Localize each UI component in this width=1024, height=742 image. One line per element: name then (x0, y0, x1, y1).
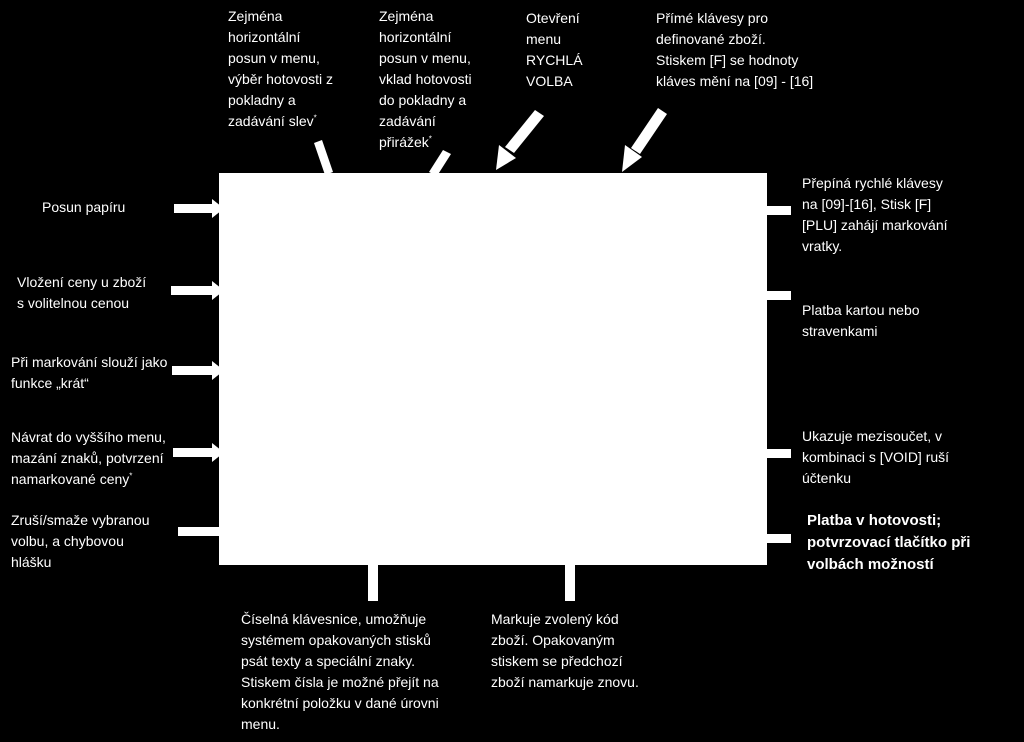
line-cash (767, 534, 791, 543)
line-clear (178, 527, 220, 536)
label-plu: Markuje zvolený kód zboží. Opakovaným st… (491, 611, 639, 690)
line-shift (767, 206, 791, 215)
keypad-image-area (219, 173, 767, 565)
label-paper-feed: Posun papíru (42, 199, 126, 215)
line-surcharge (429, 150, 451, 176)
label-back: Návrat do vyššího menu, mazání znaků, po… (11, 429, 166, 487)
line-plu (565, 565, 575, 601)
arrow-quick-menu (496, 110, 544, 170)
arrow-times (172, 361, 224, 380)
arrow-back (173, 443, 224, 462)
label-direct-keys: Přímé klávesy pro definované zboží. Stis… (656, 10, 814, 89)
label-shift: Přepíná rychlé klávesy na [09]-[16], Sti… (802, 175, 948, 254)
label-numeric: Číselná klávesnice, umožňuje systémem op… (241, 611, 439, 732)
label-surcharge: Zejména horizontální posun v menu, vklad… (379, 8, 472, 150)
label-quick-menu: Otevření menu RYCHLÁ VOLBA (526, 10, 583, 89)
label-subtotal: Ukazuje mezisoučet, v kombinaci s [VOID]… (802, 428, 950, 486)
label-times: Při markování slouží jako funkce „krát“ (11, 354, 168, 391)
line-discount (314, 140, 333, 175)
label-cash: Platba v hotovosti; potvrzovací tlačítko… (807, 512, 971, 573)
label-clear: Zruší/smaže vybranou volbu, a chybovou h… (11, 512, 150, 570)
arrow-paper-feed (174, 199, 224, 218)
label-discount: Zejména horizontální posun v menu, výběr… (228, 8, 334, 129)
line-card (767, 291, 791, 300)
label-card: Platba kartou nebo stravenkami (802, 302, 920, 339)
arrow-price-entry (171, 281, 224, 300)
arrow-direct-keys (622, 108, 667, 172)
line-numeric (368, 565, 378, 601)
label-price-entry: Vložení ceny u zboží s volitelnou cenou (17, 274, 147, 311)
line-subtotal (767, 449, 791, 458)
